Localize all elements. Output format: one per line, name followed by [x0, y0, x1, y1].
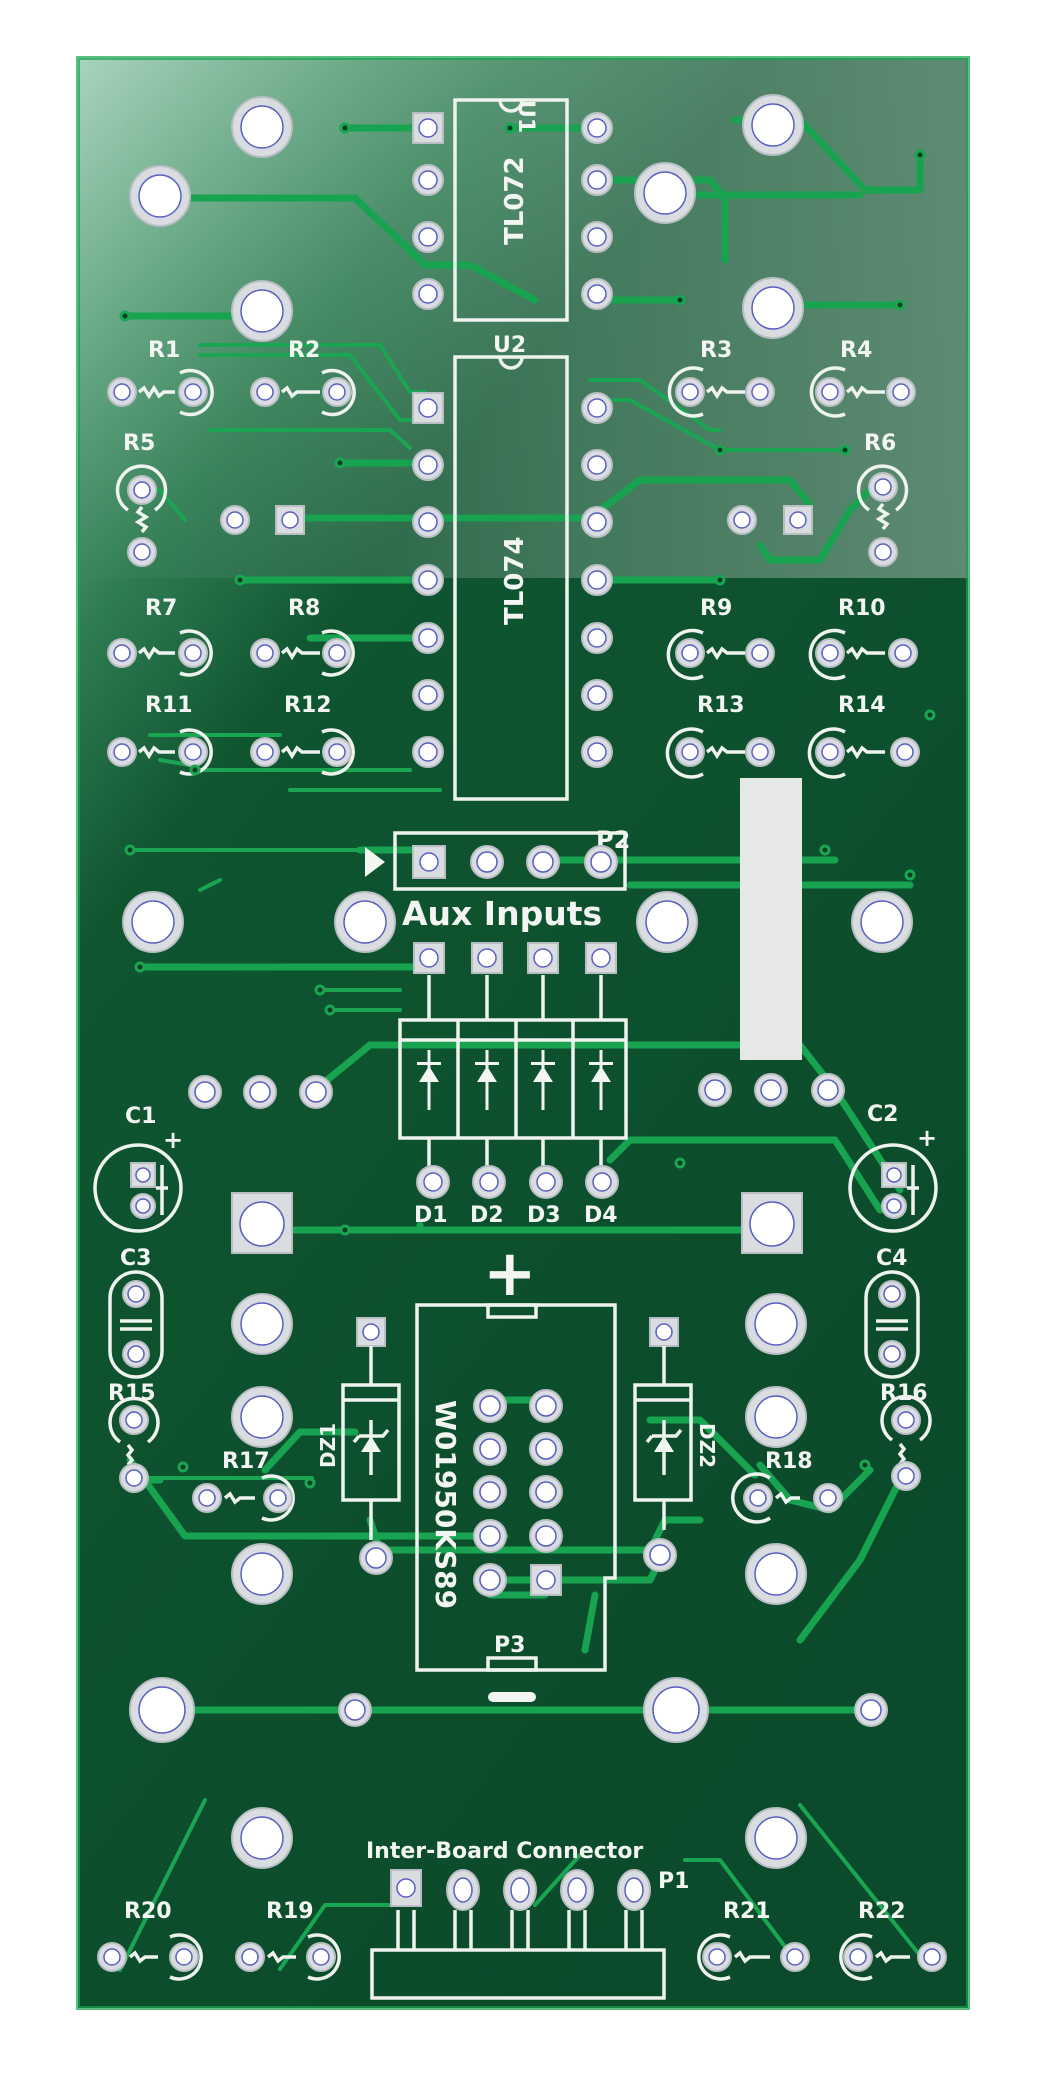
- label-r1: R1: [148, 338, 180, 363]
- interboard-connector-label: Inter-Board Connector: [366, 1839, 643, 1864]
- label-c1: C1: [125, 1104, 156, 1129]
- label-r14: R14: [838, 693, 886, 718]
- label-r3: R3: [700, 338, 732, 363]
- label-p1: P1: [658, 1869, 689, 1894]
- label-r7: R7: [145, 596, 177, 621]
- label-r22: R22: [858, 1899, 906, 1924]
- label-r17: R17: [222, 1449, 270, 1474]
- label-r13: R13: [697, 693, 745, 718]
- c1-plus-sign: +: [163, 1126, 183, 1154]
- polarity-plus-symbol: +: [483, 1237, 537, 1311]
- label-r8: R8: [288, 596, 320, 621]
- label-r21: R21: [723, 1899, 771, 1924]
- label-r2: R2: [288, 338, 320, 363]
- label-c2: C2: [867, 1102, 898, 1127]
- label-r18: R18: [765, 1449, 813, 1474]
- zener-diodes: DZ1 DZ2: [316, 1317, 719, 1575]
- connector-p3: W01950KS89 P3: [415, 1303, 617, 1702]
- label-r19: R19: [266, 1899, 314, 1924]
- vias: [119, 122, 936, 1489]
- u2-ref-label: U2: [493, 333, 526, 358]
- u1-ref-label: U1: [513, 100, 538, 133]
- label-d4: D4: [584, 1203, 618, 1228]
- label-c3: C3: [120, 1246, 151, 1271]
- c2-plus-sign: +: [917, 1124, 937, 1152]
- label-dz2: DZ2: [695, 1423, 719, 1468]
- capacitors: C1 + C2 + C3 C4: [93, 1102, 938, 1379]
- jack-holes: [122, 94, 913, 1869]
- pot-pads: [188, 1073, 845, 1109]
- label-r6: R6: [864, 431, 896, 456]
- label-r11: R11: [145, 693, 193, 718]
- ic-u2: U2 TL074: [412, 333, 613, 801]
- label-d1: D1: [414, 1203, 448, 1228]
- label-r12: R12: [284, 693, 332, 718]
- label-r5: R5: [123, 431, 155, 456]
- label-r20: R20: [124, 1899, 172, 1924]
- panel-cutout: [740, 778, 802, 1060]
- resistors: R1 R2 R3 R4 R5 R6: [107, 338, 920, 779]
- connector-p2: P2 Aux Inputs: [365, 826, 630, 933]
- resistors-bottom: R20 R19 R21 R22: [97, 1899, 947, 1981]
- p3-part-label: W01950KS89: [429, 1400, 462, 1609]
- label-p3: P3: [494, 1633, 525, 1658]
- u1-part-label: TL072: [500, 156, 530, 245]
- label-d2: D2: [470, 1203, 504, 1228]
- label-c4: C4: [876, 1246, 907, 1271]
- label-d3: D3: [527, 1203, 561, 1228]
- aux-inputs-label: Aux Inputs: [402, 894, 602, 933]
- connector-p1: Inter-Board Connector P1: [366, 1839, 689, 2000]
- label-r9: R9: [700, 596, 732, 621]
- resistors-lower: R15 R16 R17 R18: [108, 1381, 932, 1727]
- label-r4: R4: [840, 338, 872, 363]
- u2-part-label: TL074: [500, 536, 530, 625]
- label-r10: R10: [838, 596, 886, 621]
- label-dz1: DZ1: [316, 1423, 340, 1468]
- ic-u1: U1 TL072: [412, 98, 613, 322]
- diodes: D1 D2 D3 D4: [398, 942, 628, 1228]
